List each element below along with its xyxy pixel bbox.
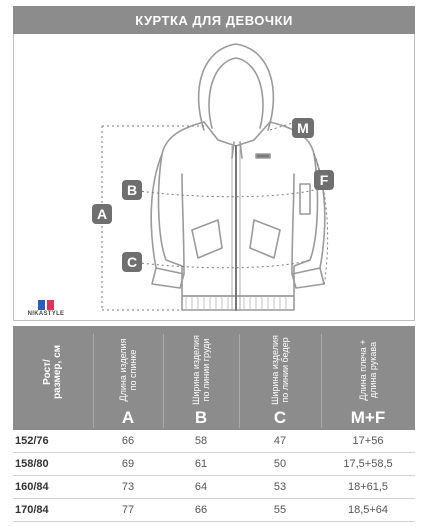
table-row: 152/76 66 58 47 17+56 bbox=[13, 430, 415, 453]
measure-c-line bbox=[131, 259, 311, 269]
marker-m: M bbox=[292, 118, 314, 138]
cell-size: 160/84 bbox=[15, 481, 49, 493]
marker-f: F bbox=[314, 170, 334, 190]
cell-size: 158/80 bbox=[15, 458, 49, 470]
col-head-a-label: Длина изделия по спинке bbox=[118, 338, 138, 402]
brand-logo: NIKASTYLE bbox=[22, 300, 70, 317]
col-head-b-letter: B bbox=[194, 408, 208, 427]
cell-a: 66 bbox=[121, 435, 135, 447]
col-head-size-label: Рост/ размер, см bbox=[42, 344, 63, 400]
cell-size: 152/76 bbox=[15, 435, 49, 447]
measure-b-line bbox=[131, 189, 315, 198]
left-sleeve bbox=[150, 153, 185, 275]
cell-mf: 18+61,5 bbox=[347, 481, 389, 493]
marker-c-label: C bbox=[127, 254, 137, 270]
col-head-c-letter: C bbox=[273, 408, 287, 427]
brand-logo-icon bbox=[38, 300, 54, 310]
hood-outline bbox=[197, 43, 275, 131]
page-title: КУРТКА ДЛЯ ДЕВОЧКИ bbox=[13, 6, 415, 34]
cell-mf: 18,5+64 bbox=[347, 504, 389, 516]
sleeve-pocket bbox=[299, 183, 311, 215]
col-head-a: Длина изделия по спинке A bbox=[93, 326, 163, 430]
cell-a: 69 bbox=[121, 458, 135, 470]
table-row: 158/80 69 61 50 17,5+58,5 bbox=[13, 453, 415, 476]
cell-c: 55 bbox=[273, 504, 287, 516]
marker-c: C bbox=[122, 252, 142, 272]
jacket-diagram: A B C M F bbox=[92, 43, 334, 311]
left-pocket bbox=[191, 219, 223, 259]
table-row: 160/84 73 64 53 18+61,5 bbox=[13, 476, 415, 499]
col-head-mf: Длина плеча + длина рукава M+F bbox=[321, 326, 415, 430]
measure-f-line bbox=[313, 153, 329, 287]
col-head-mf-letter: M+F bbox=[350, 408, 386, 427]
hem-rib bbox=[181, 295, 295, 311]
col-head-c: Ширина изделия по линии бедер C bbox=[239, 326, 321, 430]
cell-size: 170/84 bbox=[15, 504, 49, 516]
marker-b: B bbox=[122, 180, 142, 200]
cell-b: 64 bbox=[194, 481, 208, 493]
marker-a: A bbox=[92, 204, 112, 224]
page-title-text: КУРТКА ДЛЯ ДЕВОЧКИ bbox=[135, 12, 293, 28]
col-head-mf-label: Длина плеча + длина рукава bbox=[358, 339, 378, 401]
marker-f-label: F bbox=[320, 172, 329, 188]
marker-b-label: B bbox=[127, 182, 137, 198]
diagram-frame bbox=[13, 34, 415, 321]
marker-a-label: A bbox=[97, 206, 107, 222]
cell-mf: 17+56 bbox=[352, 435, 384, 447]
cell-a: 73 bbox=[121, 481, 135, 493]
cell-b: 66 bbox=[194, 504, 208, 516]
cell-c: 50 bbox=[273, 458, 287, 470]
cell-a: 77 bbox=[121, 504, 135, 516]
col-head-a-letter: A bbox=[121, 408, 135, 427]
cell-b: 58 bbox=[194, 435, 208, 447]
cell-b: 61 bbox=[194, 458, 208, 470]
hood-inner bbox=[208, 57, 264, 129]
table-row: 170/84 77 66 55 18,5+64 bbox=[13, 499, 415, 522]
right-pocket bbox=[249, 219, 281, 259]
col-head-b: Ширина изделия по линии груди B bbox=[163, 326, 239, 430]
cell-c: 53 bbox=[273, 481, 287, 493]
cell-mf: 17,5+58,5 bbox=[343, 458, 393, 470]
brand-name: NIKASTYLE bbox=[27, 311, 65, 317]
size-table-header: Рост/ размер, см Длина изделия по спинке… bbox=[13, 326, 415, 430]
col-head-b-label: Ширина изделия по линии груди bbox=[191, 335, 211, 405]
col-head-c-label: Ширина изделия по линии бедер bbox=[270, 335, 290, 405]
cell-c: 47 bbox=[273, 435, 287, 447]
marker-m-label: M bbox=[297, 120, 309, 136]
col-head-size: Рост/ размер, см bbox=[13, 326, 93, 430]
